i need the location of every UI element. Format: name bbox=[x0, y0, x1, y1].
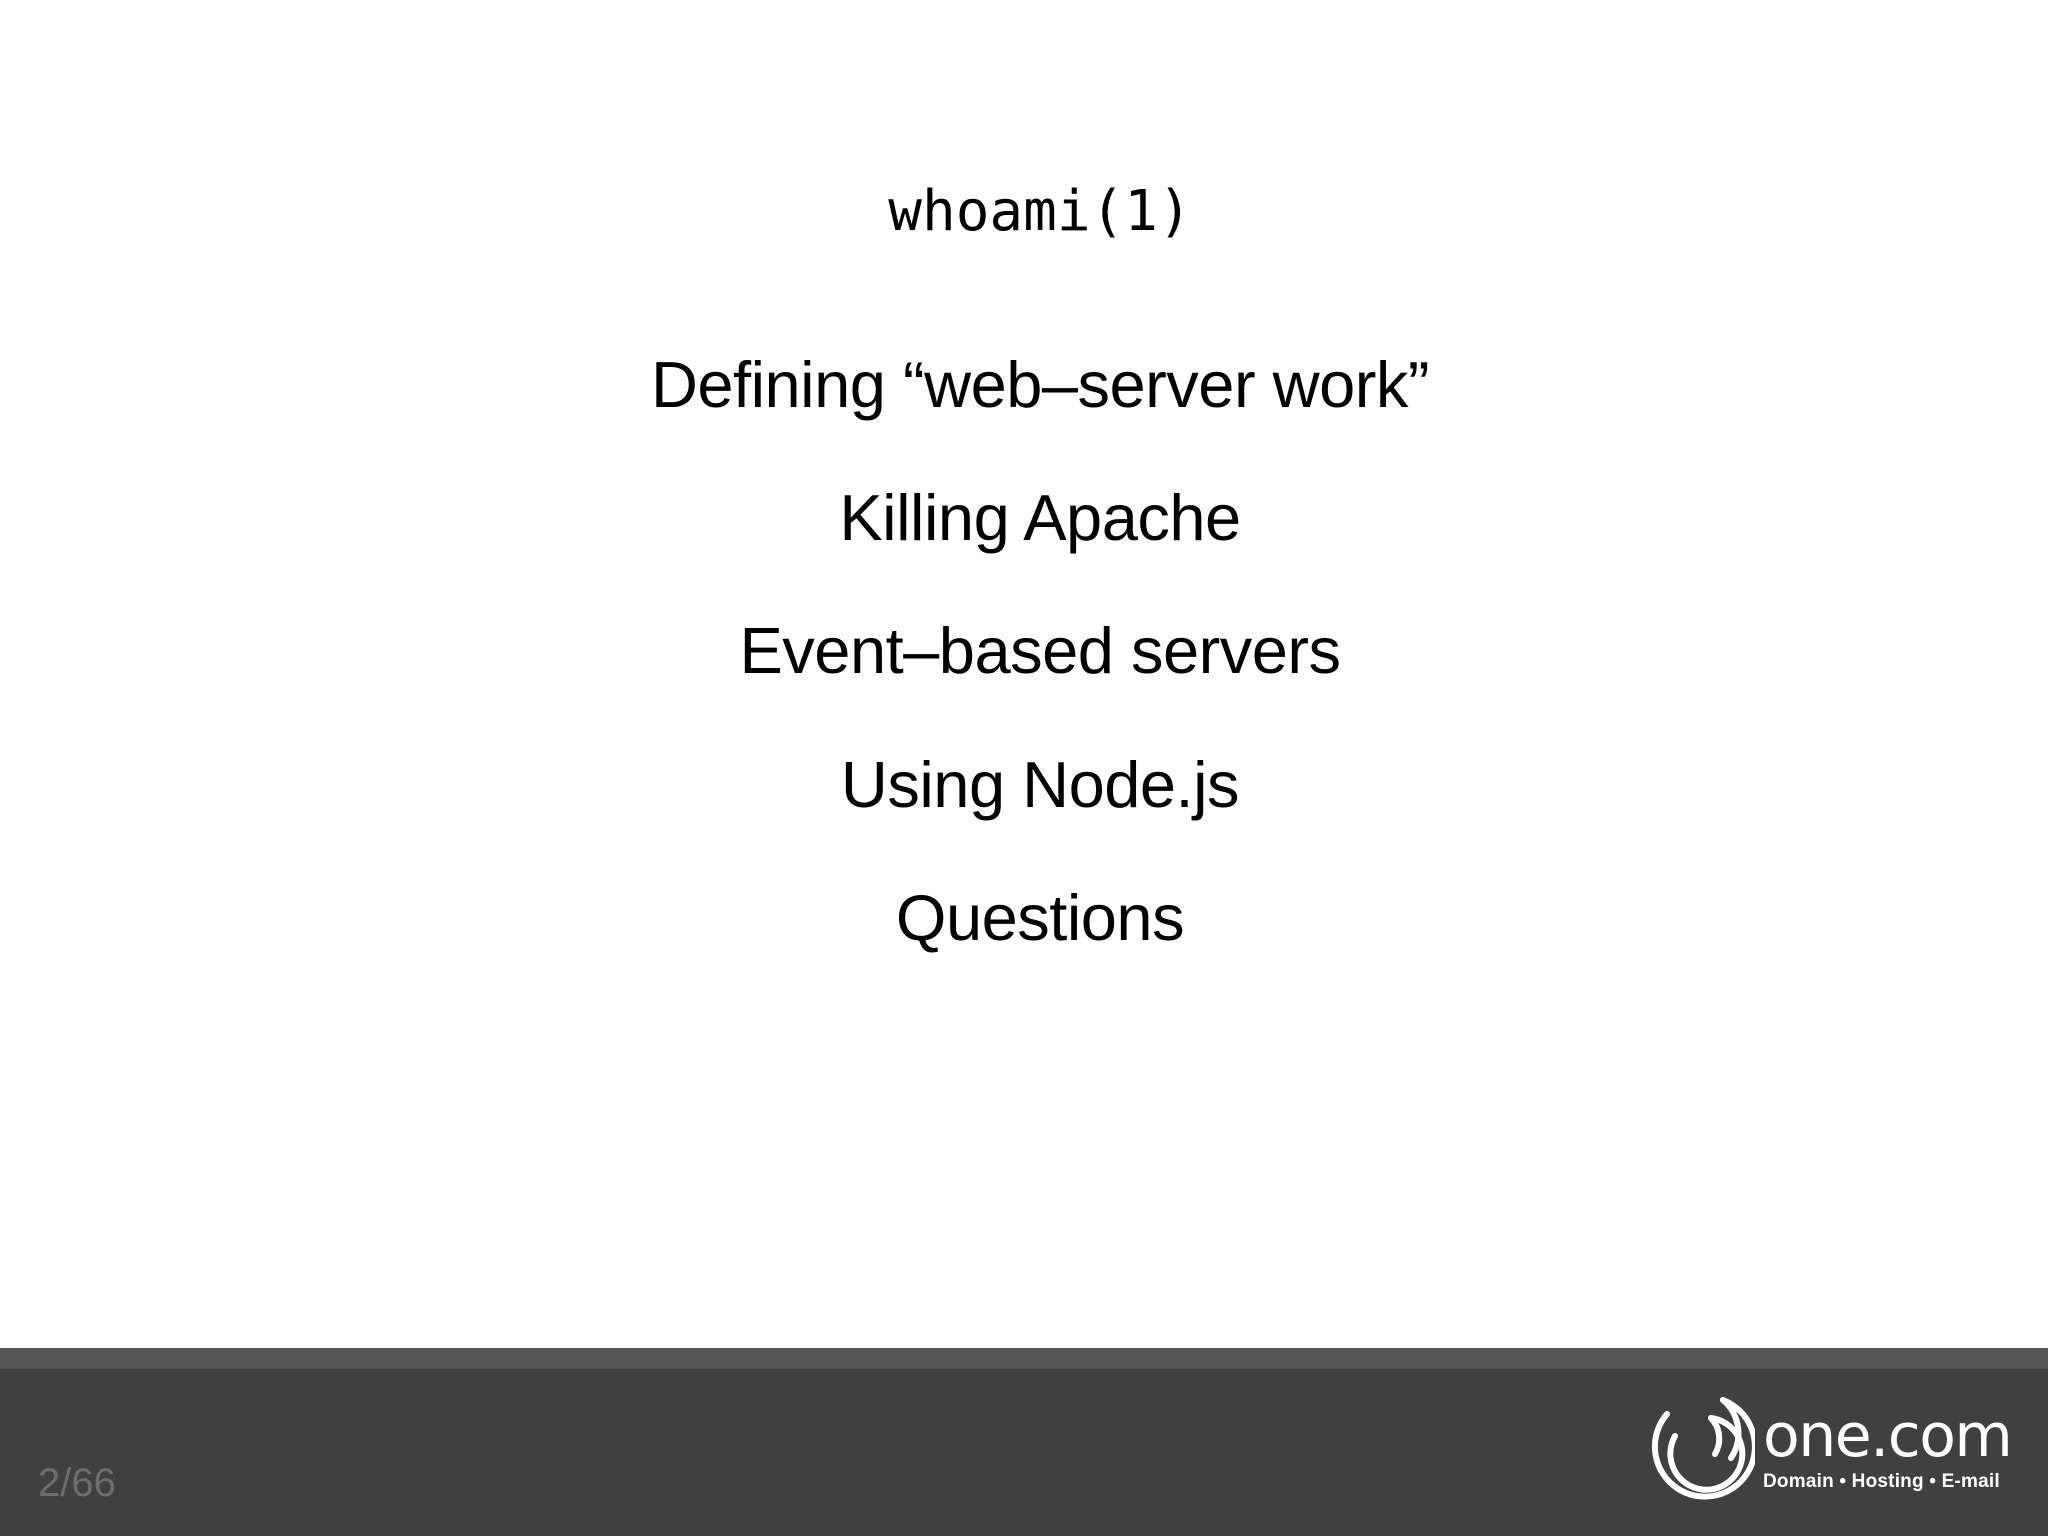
agenda-item-defining-web-server-work: Defining “web–server work” bbox=[650, 348, 1430, 421]
page-indicator: 2/66 bbox=[38, 1461, 116, 1505]
footer-top-strip bbox=[0, 1348, 2048, 1369]
agenda-item-event-based-servers: Event–based servers bbox=[739, 614, 1341, 687]
logo-wordmark: one.com bbox=[1763, 1401, 2013, 1471]
one-com-spiral-icon bbox=[1645, 1390, 1758, 1500]
one-com-logo: one.com Domain • Hosting • E-mail bbox=[1645, 1390, 2040, 1515]
slide-footer-bar bbox=[0, 1348, 2048, 1536]
agenda-item-questions: Questions bbox=[895, 881, 1185, 954]
agenda-item-killing-apache: Killing Apache bbox=[839, 481, 1241, 554]
agenda-item-using-node-js: Using Node.js bbox=[840, 748, 1240, 821]
agenda-item-whoami: whoami(1) bbox=[888, 179, 1192, 244]
logo-tagline: Domain • Hosting • E-mail bbox=[1763, 1471, 2000, 1492]
slide-content-area: whoami(1) Defining “web–server work” Kil… bbox=[650, 179, 1430, 954]
logo-text-block: one.com Domain • Hosting • E-mail bbox=[1763, 1406, 2043, 1491]
